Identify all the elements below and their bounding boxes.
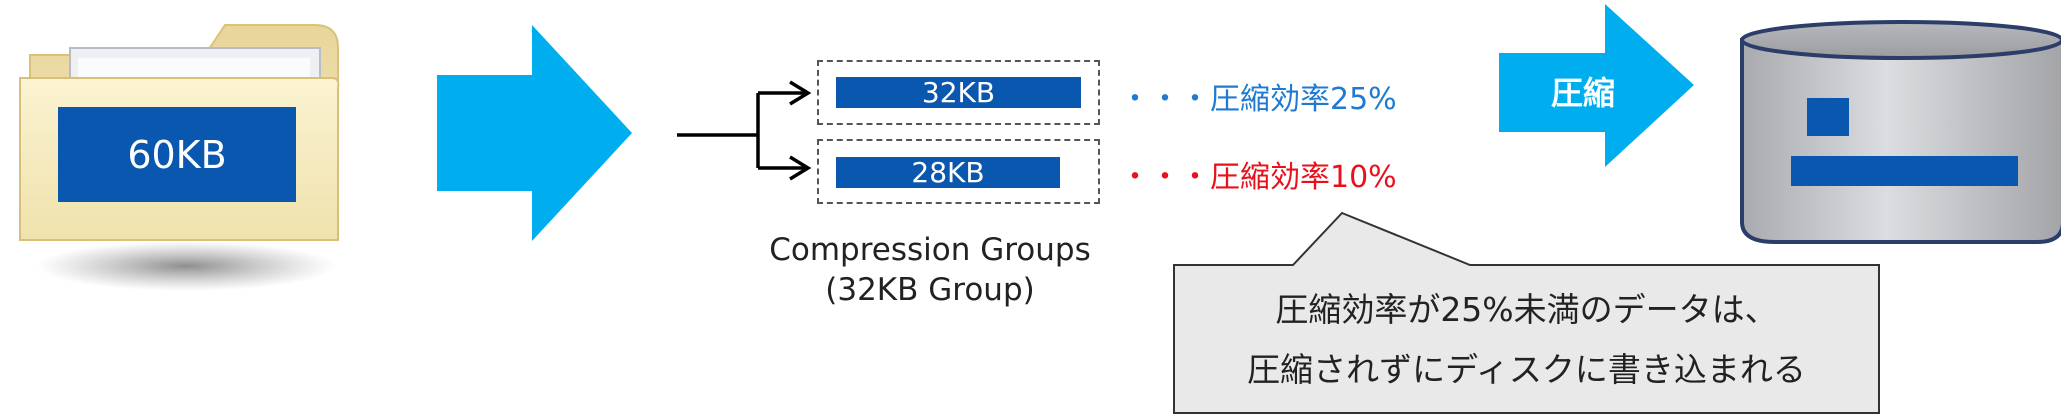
group-2-block: 28KB (836, 156, 1060, 189)
source-size-label: 60KB (127, 132, 227, 177)
compress-label: 圧縮 (1550, 74, 1615, 112)
right-arrow-icon (437, 25, 632, 241)
group-1-rate: ・・・圧縮効率25% (1120, 82, 1397, 117)
source-data-block: 60KB (58, 107, 296, 202)
group-1-block: 32KB (836, 76, 1081, 109)
group-2-rate: ・・・圧縮効率10% (1120, 160, 1397, 195)
disk-icon (1740, 20, 2061, 244)
groups-caption-line1: Compression Groups (769, 232, 1091, 268)
callout-text: 圧縮効率が25%未満のデータは、 圧縮されずにディスクに書き込まれる (1174, 280, 1879, 400)
branch-connector (677, 80, 812, 181)
groups-caption-line2: (32KB Group) (825, 272, 1035, 308)
group-2-size-label: 28KB (911, 156, 985, 189)
callout-line1: 圧縮効率が25%未満のデータは、 (1275, 290, 1778, 329)
callout-line2: 圧縮されずにディスクに書き込まれる (1247, 350, 1806, 389)
callout-shape (1173, 211, 1880, 414)
groups-caption: Compression Groups (32KB Group) (760, 230, 1100, 310)
compress-arrow (1499, 4, 1694, 167)
group-1-size-label: 32KB (921, 76, 996, 109)
